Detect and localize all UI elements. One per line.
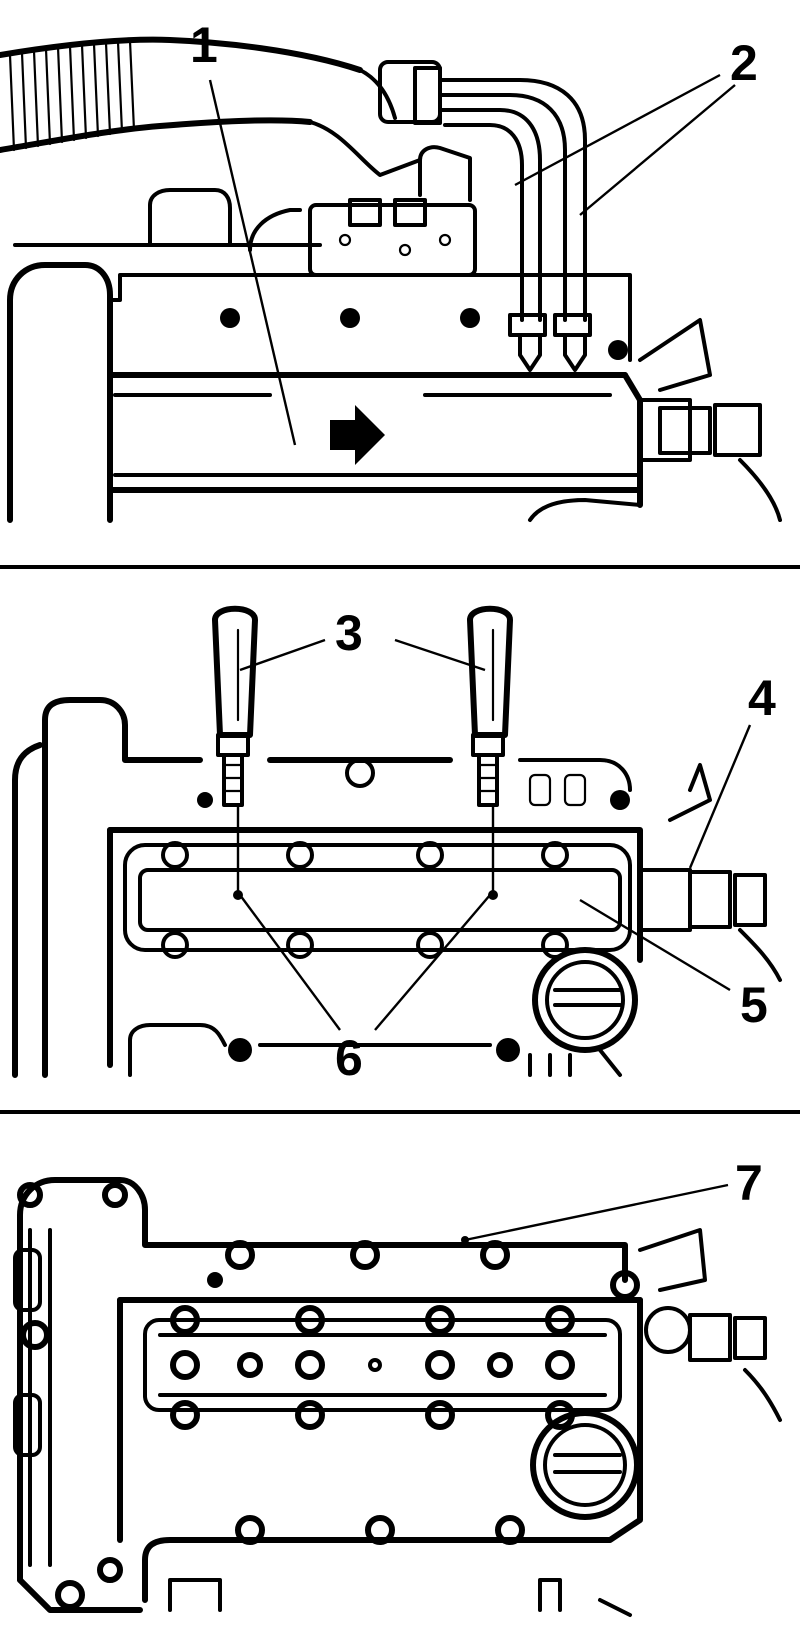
leader-1 xyxy=(208,79,297,446)
leader-7 xyxy=(464,1183,729,1242)
corrugated-hose xyxy=(0,36,442,177)
guide-tools xyxy=(212,605,513,807)
leader-3b xyxy=(394,638,486,672)
callout-4: 4 xyxy=(748,670,776,726)
harness-connector-1 xyxy=(638,318,782,522)
panel-2: 3 4 5 6 xyxy=(12,605,782,1086)
callout-6: 6 xyxy=(335,1030,363,1086)
leader-3a xyxy=(239,638,326,672)
arrow-right-icon xyxy=(330,405,385,465)
harness-connector-3 xyxy=(638,1228,782,1422)
leader-6a xyxy=(239,894,341,1031)
leader-2a xyxy=(514,73,721,187)
leader-6b xyxy=(374,894,491,1031)
callout-7: 7 xyxy=(735,1155,763,1211)
valve-cover-top-panel xyxy=(7,243,643,523)
callout-2: 2 xyxy=(730,35,758,91)
callout-5: 5 xyxy=(740,977,768,1033)
harness-connector-2 xyxy=(638,763,782,982)
leader-2b xyxy=(579,84,736,216)
cylinder-head-panel-2 xyxy=(12,697,643,1078)
callout-1: 1 xyxy=(190,17,218,73)
valve-cover-installed xyxy=(13,1177,643,1617)
upper-components xyxy=(148,145,477,277)
panel-3: 7 xyxy=(13,1155,782,1617)
callout-3: 3 xyxy=(335,605,363,661)
leader-4 xyxy=(688,724,752,869)
fuel-lines xyxy=(438,78,592,372)
leader-5 xyxy=(579,898,731,992)
panel-1: 1 2 xyxy=(0,17,782,523)
